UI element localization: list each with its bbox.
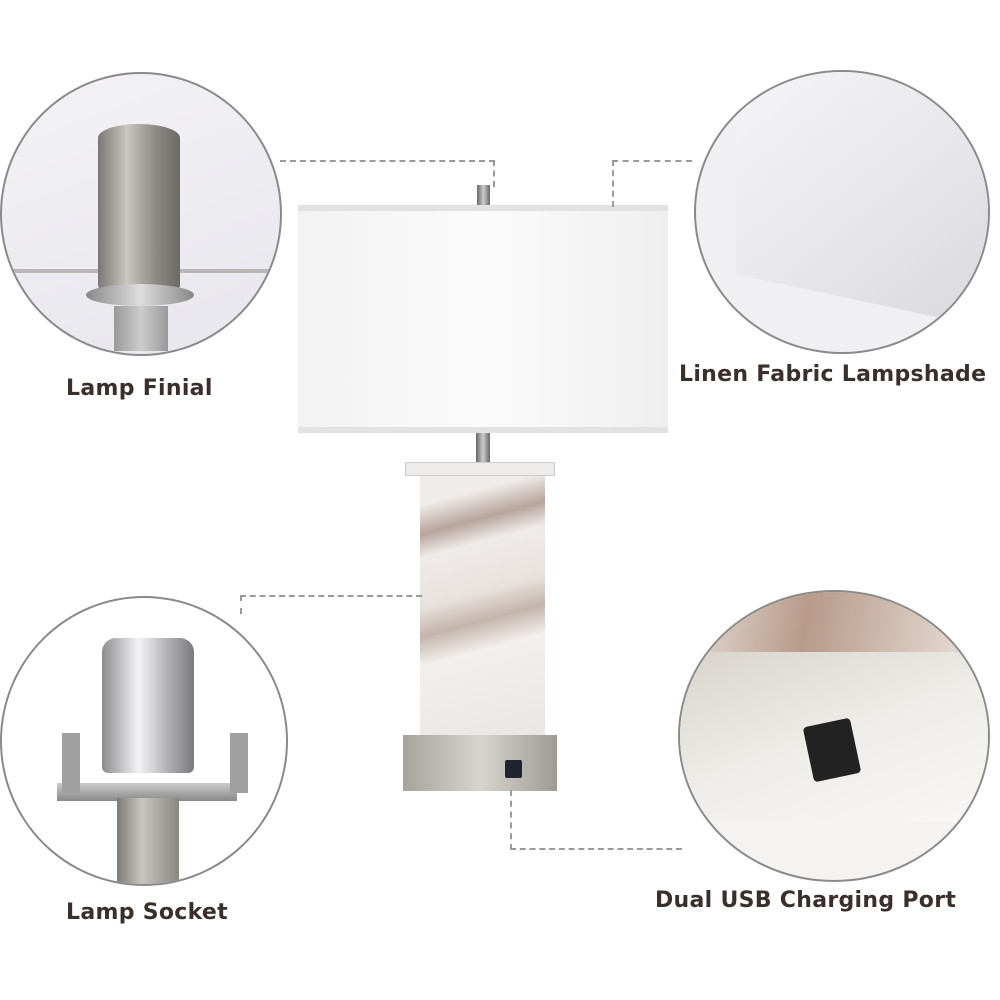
saddle-arm-left [62,733,80,793]
harp-top [114,306,168,351]
body-cap [405,462,555,476]
usb-connector [510,790,682,850]
harp-saddle [57,783,237,801]
socket-stem [117,798,179,884]
usb-port [505,760,522,778]
lampshade-connector [612,160,692,207]
finial-detail-circle [0,72,282,356]
lampshade-detail-circle [694,70,990,354]
socket-label: Lamp Socket [66,900,228,925]
saddle-arm-right [230,733,248,793]
socket-shell [102,638,194,773]
marble-body [420,476,545,736]
finial-washer [86,284,194,306]
finial-cylinder [98,124,180,299]
shade-fabric-closeup [736,72,988,330]
lampshade [298,205,668,433]
finial [477,185,490,207]
lampshade-label: Linen Fabric Lampshade [679,362,987,387]
base-plate [403,735,557,791]
finial-label: Lamp Finial [66,376,213,401]
finial-connector [280,160,495,187]
usb-label: Dual USB Charging Port [655,888,957,913]
socket-detail-circle [0,596,288,886]
lamp-stem [476,433,490,465]
usb-detail-circle [678,590,990,882]
socket-connector [240,595,422,614]
